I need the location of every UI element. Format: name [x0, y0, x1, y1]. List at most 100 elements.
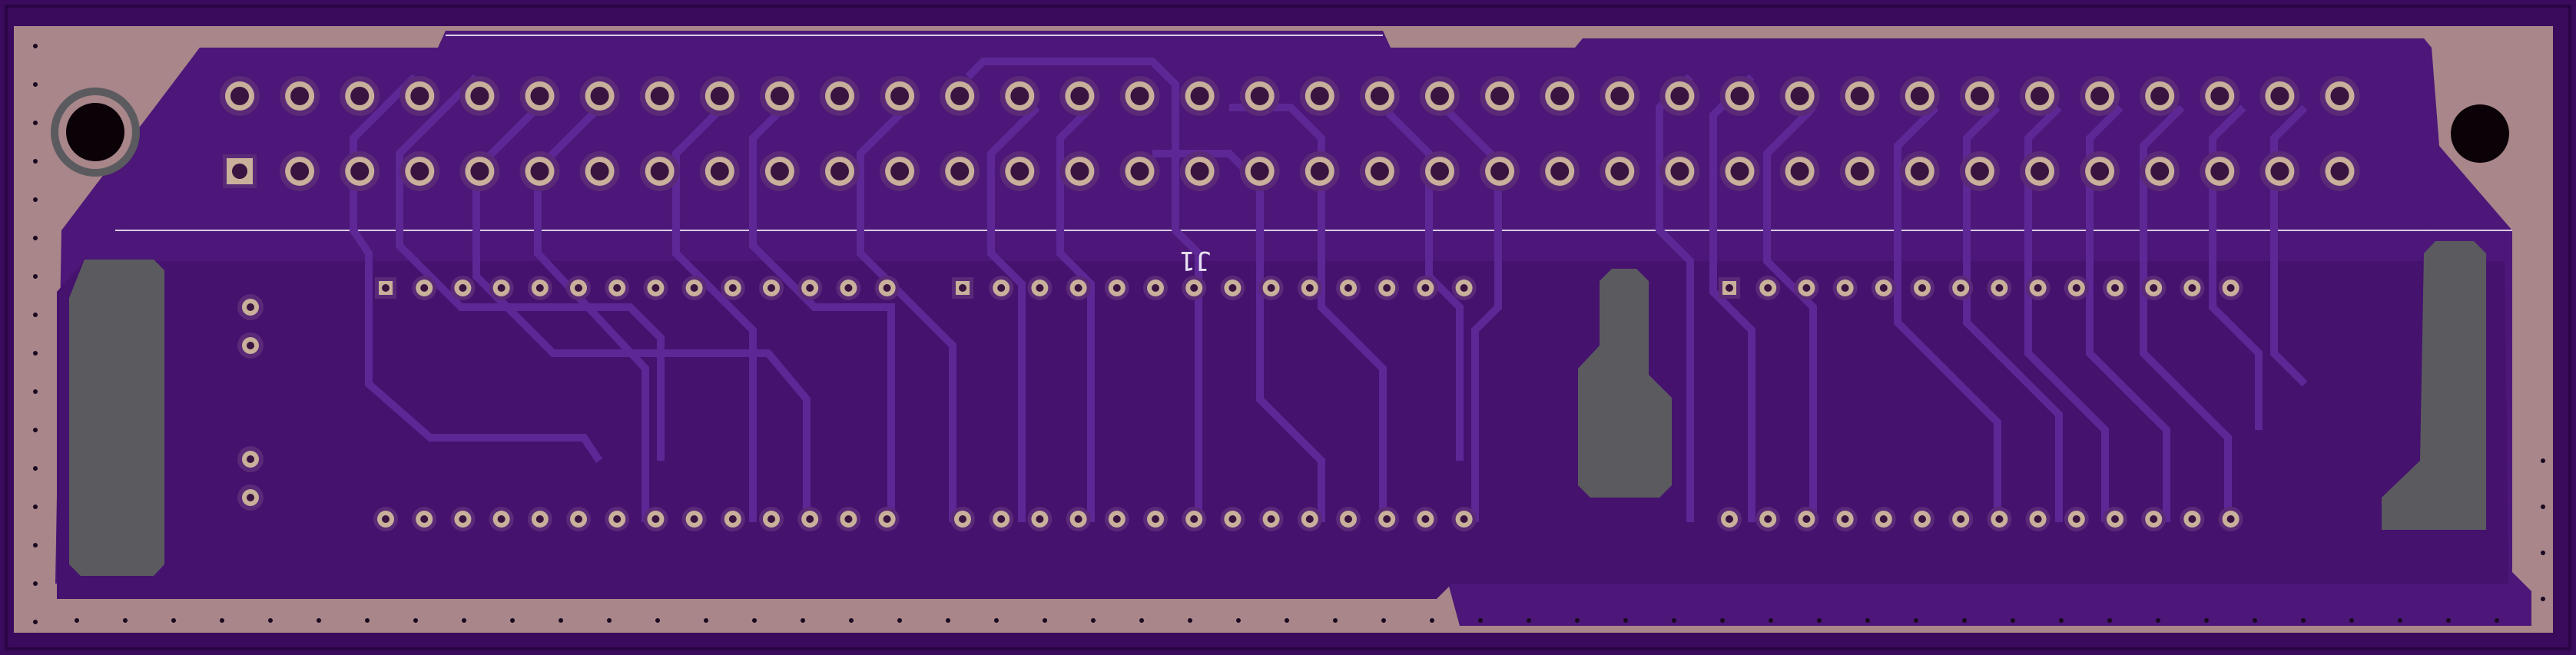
edge-dot — [655, 618, 660, 623]
dip-pin — [527, 276, 552, 300]
dip-pin — [1794, 276, 1819, 300]
connector-pin-bottom — [1899, 151, 1940, 191]
dip-chip-u3 — [1717, 276, 2243, 531]
connector-pin-bottom — [1839, 151, 1880, 191]
dip-pin-1 — [375, 277, 396, 299]
connector-pin-top — [220, 76, 260, 116]
edge-dot — [994, 618, 999, 623]
dip-pin — [874, 507, 900, 531]
connector-pin-top — [1239, 76, 1280, 116]
edge-dot — [1865, 618, 1870, 623]
connector-pin-top — [1719, 76, 1760, 116]
connector-pin-top — [639, 76, 680, 116]
edge-dot — [2541, 551, 2545, 555]
connector-pin-top — [1959, 76, 2000, 116]
dip-pin — [1794, 507, 1819, 531]
edge-dot — [123, 618, 128, 623]
edge-dot — [413, 618, 418, 623]
connector-pin-bottom — [2319, 151, 2360, 191]
edge-dot — [849, 618, 854, 623]
connector-pin-bottom — [699, 151, 740, 191]
dip-pin — [1832, 507, 1858, 531]
dip-pin — [1336, 276, 1361, 300]
dip-chip-u1 — [373, 276, 900, 531]
dip-pin — [605, 507, 630, 531]
connector-pin-bottom — [340, 151, 380, 191]
edge-dot — [1817, 618, 1822, 623]
dip-pin — [1374, 507, 1400, 531]
edge-dot — [1430, 618, 1434, 623]
edge-dot — [1043, 618, 1047, 623]
dip-pin — [1143, 276, 1168, 300]
connector-pin-bottom — [1299, 151, 1340, 191]
header-j3 — [237, 446, 264, 511]
edge-dot — [704, 618, 708, 623]
dip-pin — [681, 276, 707, 300]
dip-pin — [2218, 507, 2243, 531]
dip-pin — [1066, 507, 1091, 531]
dip-pin — [2103, 276, 2127, 300]
connector-pin-bottom — [1719, 151, 1760, 191]
dip-pin — [874, 276, 900, 300]
dip-pin — [720, 276, 745, 300]
connector-pin-top — [940, 76, 980, 116]
edge-dot — [33, 44, 38, 48]
dip-pin — [1104, 507, 1129, 531]
connector-pin-top — [2020, 76, 2060, 116]
dip-pin — [1066, 276, 1091, 300]
edge-dot — [33, 351, 38, 356]
dip-pin — [1871, 276, 1896, 300]
connector-pin-bottom — [1959, 151, 2000, 191]
connector-pin-bottom — [2080, 151, 2120, 191]
dip-pin — [489, 507, 514, 531]
connector-pin-top — [280, 76, 320, 116]
dip-pin — [2218, 276, 2243, 300]
edge-dot — [1381, 618, 1386, 623]
dip-pin — [836, 276, 861, 300]
edge-dot — [1188, 618, 1192, 623]
edge-dot — [2495, 618, 2499, 623]
dip-pin — [1755, 507, 1781, 531]
dip-pin — [2064, 276, 2089, 300]
edge-dot — [33, 159, 38, 164]
dip-pin — [1182, 507, 1207, 531]
connector-pin-bottom — [1600, 151, 1640, 191]
dip-pin — [1717, 507, 1742, 531]
edge-dot — [1527, 618, 1531, 623]
edge-dot — [462, 618, 466, 623]
connector-pin-top — [1359, 76, 1400, 116]
dip-pin — [836, 507, 861, 531]
connector-pin-top — [2140, 76, 2180, 116]
connector-pin-top — [880, 76, 920, 116]
edge-dot — [1720, 618, 1725, 623]
dip-pin — [489, 276, 514, 300]
board-edge — [5, 5, 2571, 650]
dip-pin — [950, 507, 975, 531]
connector-pin-top — [2259, 76, 2300, 116]
dip-pin — [412, 276, 437, 300]
edge-dot — [607, 618, 612, 623]
connector-pin-top — [1540, 76, 1580, 116]
dip-chips — [373, 276, 2243, 531]
dip-pin — [1832, 276, 1858, 300]
dip-pin — [1336, 507, 1361, 531]
edge-dot — [33, 313, 38, 317]
connector-pin-bottom — [880, 151, 920, 191]
connector-pin-top — [1659, 76, 1700, 116]
edge-dot — [1672, 618, 1676, 623]
connector-pin-bottom — [1000, 151, 1040, 191]
dip-pin — [643, 507, 668, 531]
edge-dot — [2398, 618, 2402, 623]
dip-pin — [1451, 276, 1477, 300]
dip-pin — [1451, 507, 1477, 531]
ref-designator-j1: J1 — [1180, 245, 1212, 276]
dip-pin — [759, 276, 784, 300]
connector-pin-top — [1899, 76, 1940, 116]
edge-dot — [33, 428, 38, 432]
dip-pin — [2103, 507, 2127, 531]
connector-pin-top — [820, 76, 860, 116]
edge-dot — [2541, 458, 2545, 463]
dip-pin — [1871, 507, 1896, 531]
edge-dot — [33, 82, 38, 87]
connector-pin-top — [1000, 76, 1040, 116]
